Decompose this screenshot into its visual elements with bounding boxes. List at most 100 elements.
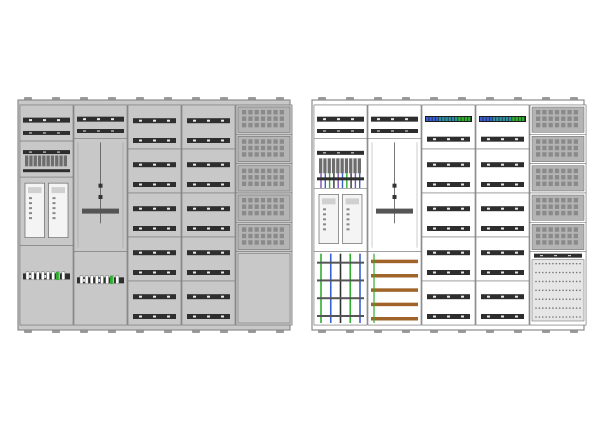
rail-slot — [83, 278, 86, 282]
perforation — [541, 307, 544, 309]
meter-mark — [52, 197, 56, 200]
mounting-bump — [220, 97, 228, 100]
meter-mark — [323, 213, 326, 216]
vent-slot — [536, 181, 541, 186]
vent-slot — [554, 139, 560, 144]
module-vertical-busbars — [313, 251, 368, 326]
meter-terminal-block — [82, 208, 119, 214]
meter-mark — [346, 213, 350, 216]
breaker — [323, 158, 327, 174]
rail-slot — [391, 130, 394, 132]
breaker — [336, 158, 340, 174]
vent-slot — [260, 240, 266, 245]
vent-slot — [567, 181, 572, 186]
rail-slot — [167, 139, 170, 142]
terminal — [36, 271, 40, 281]
rail-slot — [43, 132, 46, 134]
rail-slot — [515, 295, 518, 298]
rail-slot — [29, 132, 32, 134]
perforation — [572, 307, 575, 309]
vent-slot — [242, 181, 247, 186]
vent-slot — [273, 198, 278, 203]
rail-slot — [377, 130, 380, 132]
din-rail — [23, 150, 70, 155]
meter-spindle — [98, 183, 103, 188]
perforation — [541, 271, 544, 274]
perforation — [541, 316, 544, 318]
perforation — [535, 280, 537, 283]
cabinet-column-col-2 — [367, 104, 422, 326]
vent-slot — [542, 175, 547, 180]
rail-slot — [221, 163, 224, 166]
module-vent-grid — [529, 163, 587, 194]
breaker — [331, 158, 336, 174]
rail-slot — [515, 207, 518, 210]
module-colored-terminal-rail — [421, 104, 476, 150]
vent-slot — [542, 139, 547, 144]
mounting-bump — [570, 97, 578, 100]
rail-slot — [447, 163, 450, 166]
cabinet-column-col-1 — [313, 104, 368, 326]
vent-slot — [536, 204, 541, 209]
vent-slot — [536, 122, 541, 128]
meter-display — [51, 187, 65, 194]
vent-slot — [254, 152, 259, 157]
mounting-bump — [192, 97, 200, 100]
rail-slot — [167, 119, 170, 122]
vent-slot — [279, 122, 284, 128]
colored-terminal — [489, 117, 493, 121]
mounting-bump — [220, 330, 228, 333]
perforation — [555, 289, 558, 292]
mounting-bump — [542, 97, 550, 100]
perforation — [538, 280, 541, 283]
perforation — [572, 262, 575, 265]
meter-mark — [52, 207, 56, 210]
perforation — [545, 289, 547, 292]
rail-slot — [461, 183, 464, 186]
mounting-bump — [514, 330, 522, 333]
perforation — [555, 262, 558, 265]
meter-display — [345, 198, 359, 205]
perforation — [535, 262, 537, 265]
vent-slot — [279, 204, 284, 209]
perforation — [572, 289, 575, 292]
busbar-clamp — [317, 261, 364, 264]
rail-slot — [221, 271, 224, 274]
breaker — [349, 158, 353, 174]
module-meter-panel — [73, 138, 128, 252]
vent-slot — [554, 204, 560, 209]
vent-slot — [573, 227, 578, 232]
vent-slot — [267, 198, 272, 203]
mounting-bump — [80, 330, 88, 333]
rail-slot — [391, 118, 394, 121]
colored-terminal — [461, 117, 464, 121]
vent-slot — [242, 145, 247, 151]
vent-slot — [548, 145, 553, 151]
terminal — [100, 275, 104, 285]
rail-slot — [207, 183, 210, 186]
vent-slot — [260, 116, 266, 121]
vent-slot — [267, 181, 272, 186]
rail-slot — [501, 315, 504, 318]
colored-terminal — [451, 117, 455, 121]
busbar-clamp — [317, 315, 364, 317]
colored-terminal — [508, 117, 512, 121]
module-colored-terminal-rail — [475, 104, 530, 150]
vent-slot — [542, 210, 547, 216]
perforation — [552, 271, 554, 274]
vent-slot — [248, 168, 253, 174]
terminal — [79, 275, 84, 285]
vent-slot — [279, 110, 284, 115]
vent-slot — [536, 152, 541, 157]
meter-mark — [323, 218, 326, 221]
vent-slot — [242, 240, 247, 245]
module-breaker-rail — [73, 104, 128, 139]
rail-slot — [153, 271, 156, 274]
rail-slot — [139, 207, 142, 210]
blank-plate — [237, 253, 291, 324]
rail-slot — [207, 163, 210, 166]
colored-terminal — [515, 117, 518, 121]
vent-slot — [536, 227, 541, 232]
vent-slot — [554, 145, 560, 151]
vent-slot — [548, 175, 553, 180]
